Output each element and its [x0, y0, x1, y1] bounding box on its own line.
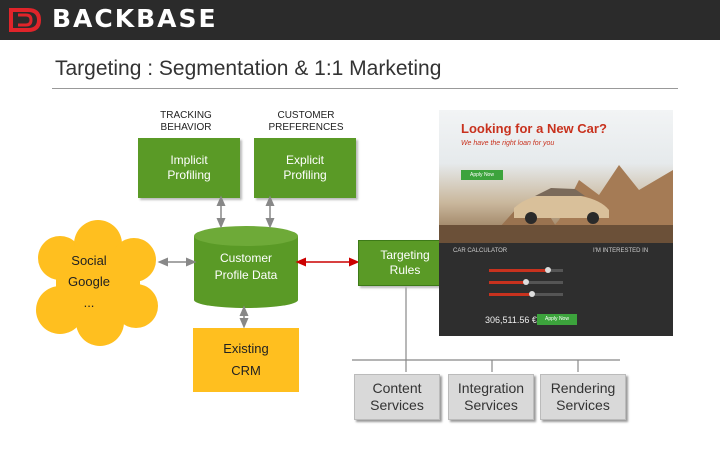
slider-knob[interactable]	[529, 291, 535, 297]
hero-headline: Looking for a New Car?	[461, 121, 607, 136]
desert-car-scene	[439, 165, 673, 243]
cloud-text: Social Google ...	[68, 253, 110, 310]
hero-subtitle: We have the right loan for you	[461, 140, 555, 147]
slider-knob[interactable]	[523, 279, 529, 285]
header-bar: BACKBASE	[0, 0, 720, 40]
calculated-total: 306,511.56 €	[485, 315, 537, 325]
car-loan-screenshot: Looking for a New Car? We have the right…	[439, 110, 673, 336]
apply-now-button[interactable]: Apply Now	[461, 170, 503, 180]
hero-banner: Looking for a New Car? We have the right…	[439, 110, 673, 243]
slide-title: Targeting : Segmentation & 1:1 Marketing	[55, 57, 442, 80]
interested-title: I'M INTERESTED IN	[593, 248, 649, 254]
customer-preferences-label: CUSTOMER PREFERENCES	[268, 110, 344, 133]
customer-profile-label: Customer Profile Data	[214, 251, 278, 282]
social-cloud	[36, 220, 158, 346]
slider-knob[interactable]	[545, 267, 551, 273]
term-slider[interactable]	[489, 291, 563, 297]
rate-slider[interactable]	[489, 279, 563, 285]
car-calculator: CAR CALCULATOR I'M INTERESTED IN 306,511…	[439, 243, 673, 336]
backbase-logo-icon	[9, 8, 42, 32]
calc-apply-button[interactable]: Apply Now	[537, 314, 577, 325]
amount-slider[interactable]	[489, 267, 563, 273]
calculator-title: CAR CALCULATOR	[453, 248, 508, 254]
tracking-behavior-label: TRACKING BEHAVIOR	[160, 110, 212, 133]
customer-profile-cylinder	[194, 226, 298, 308]
brand-name: BACKBASE	[52, 4, 218, 33]
title-divider	[52, 88, 678, 89]
